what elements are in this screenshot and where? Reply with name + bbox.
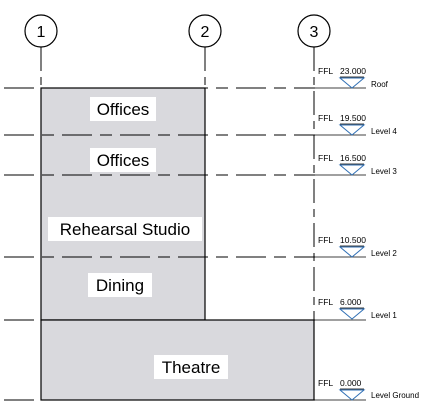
level-name: Level 1 — [371, 311, 397, 320]
level-triangle-icon — [338, 389, 366, 401]
grid-bubble-1 — [24, 14, 58, 48]
level-marker-level-3: FFL 16.500 Level 3 — [315, 153, 397, 176]
level-ffl-prefix: FFL — [318, 153, 333, 163]
room-label-bg-theatre — [154, 355, 228, 379]
level-ffl-prefix: FFL — [318, 235, 333, 245]
grid-label-2: 2 — [201, 24, 210, 41]
level-name: Level 2 — [371, 249, 397, 258]
room-label-bg-offices-upper — [90, 97, 156, 121]
room-label-theatre: Theatre — [162, 358, 221, 377]
room-label-offices-upper: Offices — [97, 100, 150, 119]
level-marker-level-ground: FFL 0.000 Level Ground — [315, 378, 419, 401]
room-label-bg-offices-lower — [90, 148, 156, 172]
level-triangle-icon — [338, 246, 366, 258]
room-label-bg-rehearsal-studio — [48, 217, 202, 241]
level-ffl-prefix: FFL — [318, 297, 333, 307]
grid-bubble-3 — [297, 14, 331, 48]
grid-label-1: 1 — [37, 24, 46, 41]
level-marker-level-1: FFL 6.000 Level 1 — [315, 297, 397, 321]
level-marker-level-4: FFL 19.500 Level 4 — [315, 113, 397, 136]
room-labels: Offices Offices Rehearsal Studio Dining … — [60, 100, 221, 377]
room-label-dining: Dining — [96, 276, 144, 295]
grid-bubble-2 — [188, 14, 222, 48]
level-ffl-prefix: FFL — [318, 66, 333, 76]
level-elevation: 6.000 — [340, 297, 362, 307]
level-name: Level 3 — [371, 167, 397, 176]
level-triangle-icon — [338, 77, 366, 89]
level-elevation: 16.500 — [340, 153, 366, 163]
grid-lines: 1 2 3 — [24, 14, 331, 400]
level-marker-level-2: FFL 10.500 Level 2 — [315, 235, 397, 258]
room-label-backgrounds — [48, 97, 228, 379]
level-elevation: 19.500 — [340, 113, 366, 123]
level-name: Level Ground — [371, 391, 419, 400]
level-triangle-icon — [338, 164, 366, 176]
level-ffl-prefix: FFL — [318, 378, 333, 388]
level-markers: FFL 23.000 Roof FFL 19.500 Level 4 FFL 1… — [315, 66, 419, 401]
level-triangle-icon — [338, 308, 366, 320]
level-elevation: 23.000 — [340, 66, 366, 76]
level-elevation: 0.000 — [340, 378, 362, 388]
grid-label-3: 3 — [310, 24, 319, 41]
level-marker-roof: FFL 23.000 Roof — [315, 66, 389, 89]
level-ffl-prefix: FFL — [318, 113, 333, 123]
room-label-bg-dining — [88, 273, 152, 297]
level-name: Level 4 — [371, 127, 397, 136]
level-elevation: 10.500 — [340, 235, 366, 245]
room-label-offices-lower: Offices — [97, 151, 150, 170]
level-triangle-icon — [338, 124, 366, 136]
level-name: Roof — [371, 80, 389, 89]
room-label-rehearsal-studio: Rehearsal Studio — [60, 220, 190, 239]
level-lines — [4, 87, 315, 401]
